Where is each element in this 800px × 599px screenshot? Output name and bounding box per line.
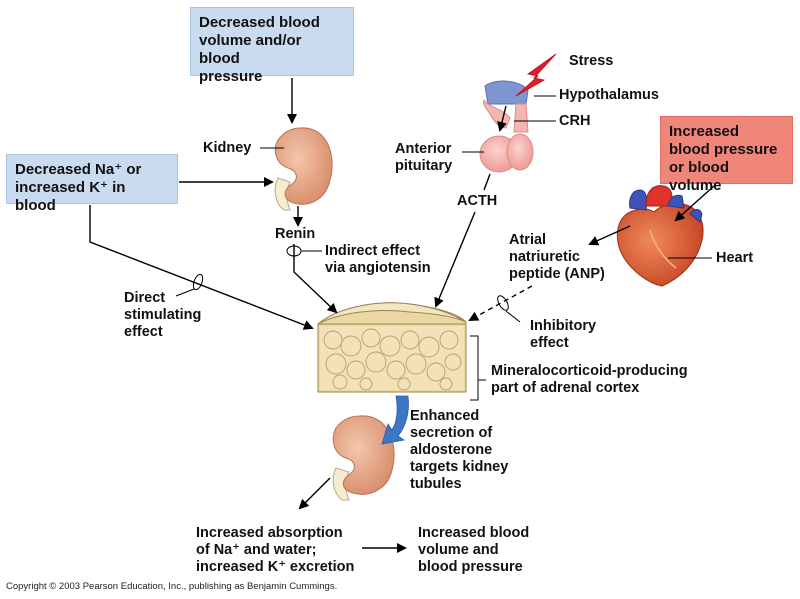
- kidney-upper-illustration: [274, 127, 333, 211]
- stress-bolt-icon: [515, 53, 557, 97]
- anp-label: Atrial natriuretic peptide (ANP): [509, 232, 605, 282]
- adrenal-cortex-label: Mineralocorticoid-producing part of adre…: [491, 363, 688, 396]
- pituitary-illustration: [479, 80, 534, 173]
- copyright-text: Copyright © 2003 Pearson Education, Inc.…: [6, 581, 338, 592]
- arrow-renin-to-cortex: [293, 244, 338, 314]
- heart-label: Heart: [716, 250, 754, 266]
- enhanced-secretion-label: Enhanced secretion of aldosterone target…: [410, 408, 509, 492]
- arrow-anp-inhibitory: [468, 285, 533, 321]
- arrow-kidney-to-absorption: [298, 477, 331, 510]
- acth-label: ACTH: [457, 193, 498, 209]
- decreased-na-box: Decreased Na⁺ or increased K⁺ in blood: [6, 154, 178, 214]
- aldosterone-blue-arrow: [381, 395, 409, 445]
- increased-blood-pressure-box: Increased blood pressure or blood volume: [660, 116, 793, 194]
- stress-label: Stress: [569, 53, 614, 69]
- heart-illustration: [616, 185, 704, 287]
- arrow-direct-to-cortex: [89, 205, 314, 330]
- arrow-hypothalamus-to-pituitary: [497, 105, 507, 132]
- decreased-blood-volume-box: Decreased blood volume and/or blood pres…: [190, 7, 354, 85]
- leader-lines: [175, 95, 712, 401]
- hypothalamus-label: Hypothalamus: [559, 87, 659, 103]
- arrow-heart-to-anp: [588, 225, 631, 246]
- crh-label: CRH: [559, 113, 591, 129]
- indirect-effect-label: Indirect effect via angiotensin: [325, 243, 431, 276]
- arrow-acth-to-cortex: [434, 211, 476, 308]
- inhibitory-effect-label: Inhibitory effect: [530, 318, 597, 351]
- arrow-increased-to-heart: [674, 185, 715, 222]
- arrow-pituitary-to-acth: [483, 173, 491, 191]
- anterior-pituitary-label: Anterior pituitary: [395, 141, 453, 174]
- direct-stimulating-effect-label: Direct stimulating effect: [124, 290, 202, 340]
- kidney-lower-illustration: [332, 415, 395, 501]
- kidney-label: Kidney: [203, 140, 252, 156]
- adrenal-cortex-illustration: [317, 302, 467, 393]
- increased-volume-label: Increased blood volume and blood pressur…: [418, 525, 530, 575]
- increased-absorption-label: Increased absorption of Na⁺ and water; i…: [196, 525, 355, 575]
- flow-arrows: [89, 78, 715, 553]
- renin-label: Renin: [275, 226, 316, 242]
